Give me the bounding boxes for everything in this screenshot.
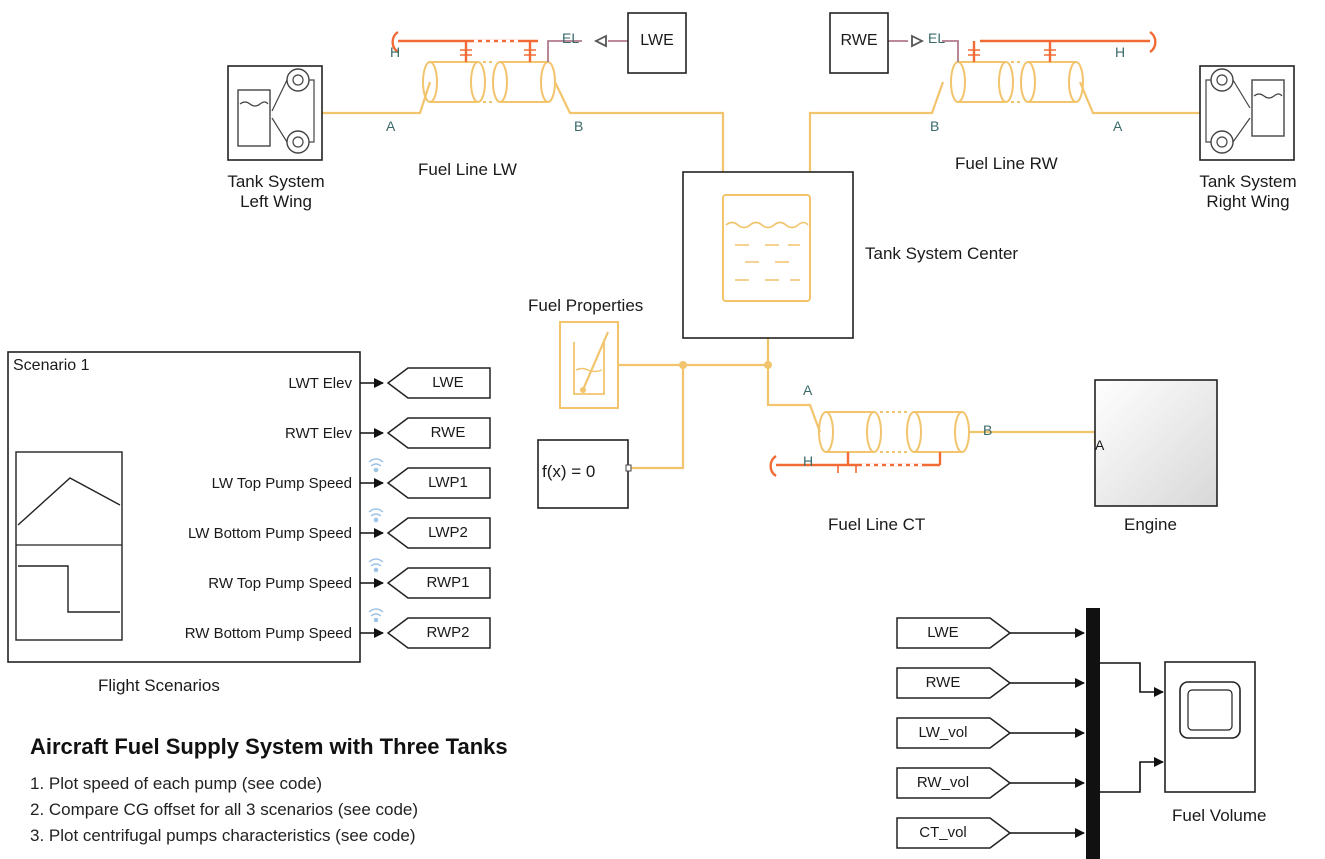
port-label-b: B: [983, 422, 993, 438]
scope-input-arrows: [1100, 662, 1164, 793]
mux-input-arrows: [1010, 628, 1085, 838]
scenario-output-label: RW Top Pump Speed: [208, 575, 352, 592]
goto-rwe-text: RWE: [840, 32, 878, 49]
tank-left-label: Tank System Left Wing: [208, 172, 344, 212]
thermal-port-lw: [391, 31, 538, 62]
elevation-port-rw: [888, 34, 959, 62]
wireless-icons: [368, 458, 384, 623]
port-label-b: B: [930, 118, 940, 134]
thermal-port-ct: [769, 452, 942, 477]
fuel-volume-scope-block[interactable]: [1164, 661, 1256, 793]
model-title: Aircraft Fuel Supply System with Three T…: [30, 734, 508, 759]
scenario-output-label: RW Bottom Pump Speed: [184, 625, 352, 642]
solver-label: f(x) = 0: [542, 462, 596, 481]
thermal-port-rw: [968, 31, 1157, 62]
junction-dot: [764, 361, 772, 369]
fuel-properties-label: Fuel Properties: [528, 296, 644, 315]
scenario-output-label: LW Bottom Pump Speed: [188, 525, 352, 542]
goto-tag-label: LWP2: [428, 524, 468, 541]
port-label-h: H: [803, 453, 814, 469]
fuel-properties-block[interactable]: [559, 321, 619, 409]
junction-dot: [679, 361, 687, 369]
fuel-line-lw-block[interactable]: [422, 61, 556, 103]
engine-label: Engine: [1124, 515, 1177, 534]
goto-tag-label: RWP1: [426, 574, 470, 591]
port-label-a: A: [803, 382, 813, 398]
solver-configuration-block[interactable]: [537, 439, 632, 509]
from-tag-label: LW_vol: [918, 724, 968, 741]
tank-right-label-line2: Right Wing: [1206, 192, 1290, 211]
tank-right-label: Tank System Right Wing: [1178, 172, 1318, 212]
tank-left-label-line1: Tank System: [227, 172, 325, 191]
note-link[interactable]: 2. Compare CG offset for all 3 scenarios…: [30, 800, 419, 819]
elevation-port-lw: [547, 34, 628, 62]
goto-tag-label: RWP2: [426, 624, 470, 641]
port-label-a: A: [386, 118, 396, 134]
goto-tag-label: LWE: [432, 374, 464, 391]
goto-tags[interactable]: [386, 367, 491, 649]
from-tag-label: LWE: [927, 624, 959, 641]
fuel-line-rw-block[interactable]: [950, 61, 1084, 103]
mux-block[interactable]: [1086, 608, 1100, 859]
goto-lwe-block[interactable]: [627, 12, 687, 74]
scenario-output-label: LW Top Pump Speed: [211, 475, 352, 492]
scenario-output-label: LWT Elev: [288, 375, 352, 392]
port-label-h: H: [1115, 44, 1126, 60]
tank-right-label-line1: Tank System: [1199, 172, 1297, 191]
fuel-line-ct-block[interactable]: [818, 411, 970, 453]
tank-center-block[interactable]: [682, 171, 854, 339]
flight-scenarios-block[interactable]: [7, 351, 361, 663]
flight-scenarios-label: Flight Scenarios: [98, 676, 220, 695]
tank-center-label: Tank System Center: [865, 244, 1019, 263]
goto-tag-label: LWP1: [428, 474, 468, 491]
fuel-line-ct-label: Fuel Line CT: [828, 515, 926, 534]
goto-lwe-text: LWE: [640, 32, 674, 49]
goto-tag-label: RWE: [430, 424, 466, 441]
tank-left-label-line2: Left Wing: [240, 192, 312, 211]
engine-block[interactable]: [1094, 379, 1218, 507]
tank-right-wing-block[interactable]: [1199, 65, 1295, 161]
note-link[interactable]: 3. Plot centrifugal pumps characteristic…: [30, 826, 416, 845]
from-tags[interactable]: [896, 617, 1012, 849]
port-label-b: B: [574, 118, 584, 134]
note-link[interactable]: 1. Plot speed of each pump (see code): [30, 774, 323, 793]
port-label-a: A: [1113, 118, 1123, 134]
tank-left-wing-block[interactable]: [227, 65, 323, 161]
port-label-h: H: [390, 44, 401, 60]
scenario-output-label: RWT Elev: [285, 425, 352, 442]
fuel-line-lw-label: Fuel Line LW: [418, 160, 517, 179]
goto-rwe-block[interactable]: [829, 12, 889, 74]
from-tag-label: RW_vol: [916, 774, 970, 791]
from-tag-label: CT_vol: [919, 824, 967, 841]
fuel-volume-label: Fuel Volume: [1172, 806, 1267, 825]
port-label-el: EL: [562, 30, 580, 46]
from-tag-label: RWE: [925, 674, 961, 691]
engine-port-a: A: [1095, 437, 1105, 453]
fuel-line-rw-label: Fuel Line RW: [955, 154, 1058, 173]
scenario-output-arrows: [360, 378, 384, 638]
scenario-title: Scenario 1: [13, 357, 90, 374]
port-label-el: EL: [928, 30, 946, 46]
